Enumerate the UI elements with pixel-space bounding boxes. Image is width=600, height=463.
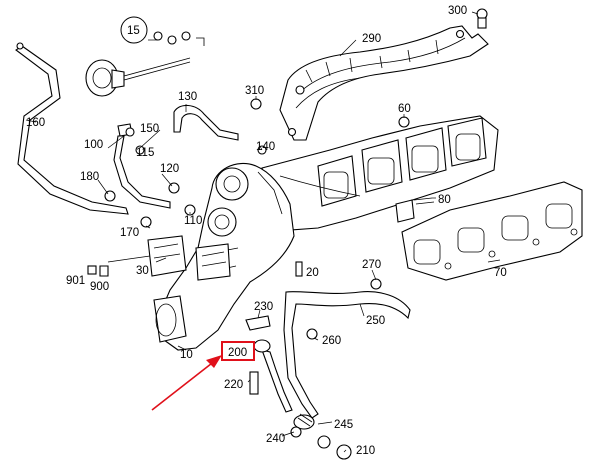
callout-70: 70 [494,267,507,279]
callout-130: 130 [178,91,197,103]
heat-shield-30 [147,235,231,281]
highlight-arrow-head [206,355,222,368]
callout-300: 300 [448,5,467,17]
callout-230: 230 [254,301,273,313]
callout-290: 290 [362,33,381,45]
callout-200: 200 [228,347,247,359]
exhaust-manifold [261,115,499,231]
callout-110: 110 [184,215,202,227]
leader-lines [25,11,501,453]
callout-180: 180 [80,171,99,183]
callout-circle-15 [120,16,148,44]
callout-240: 240 [266,433,285,445]
manifold-gasket-70 [401,181,583,281]
callout-210: 210 [356,445,375,457]
callout-140: 140 [256,141,275,153]
callout-labels: 15 300 290 310 60 130 160 150 140 100 11… [26,5,507,457]
callout-245: 245 [334,419,353,431]
callout-100: 100 [84,139,103,151]
callout-901: 901 [66,275,85,287]
callout-30: 30 [136,265,149,277]
callout-120: 120 [160,163,179,175]
callout-160: 160 [26,117,45,129]
callout-220: 220 [224,379,243,391]
oil-feed-line-250 [283,291,411,430]
callout-10: 10 [180,349,193,361]
callout-310: 310 [245,85,264,97]
pipe-130 [173,104,239,141]
heat-shield-290 [279,25,489,141]
highlight-arrow-shaft [151,359,217,411]
callout-115: 115 [136,147,154,159]
studs-80 [413,197,435,205]
callout-20: 20 [306,267,319,279]
callout-260: 260 [322,335,341,347]
pipe-100 [113,123,171,209]
callout-170: 170 [120,227,139,239]
callout-60: 60 [398,103,411,115]
callout-15: 15 [127,25,140,37]
callout-270: 270 [362,259,381,271]
callout-80: 80 [438,194,451,206]
wastegate-actuator-15 [85,31,205,97]
callout-150: 150 [140,123,159,135]
highlight-box-200 [221,341,255,361]
callout-900: 900 [90,281,109,293]
fasteners [87,8,488,460]
pipe-160 [15,42,129,215]
callout-250: 250 [366,315,385,327]
